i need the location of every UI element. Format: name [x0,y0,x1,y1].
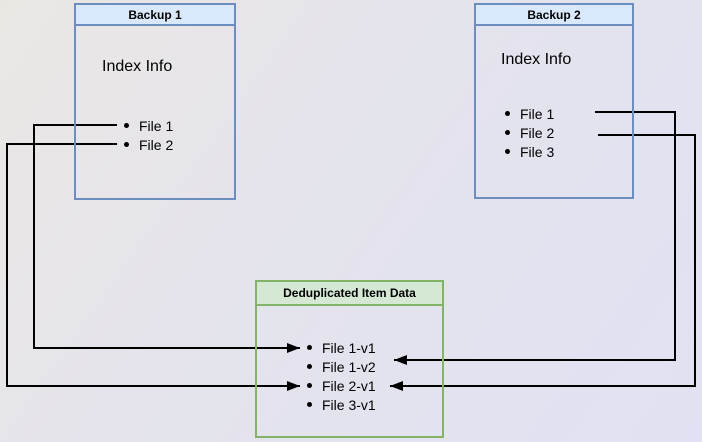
bullet-icon [505,149,510,154]
bullet-icon [505,130,510,135]
bullet-icon [307,402,312,407]
list-item: File 2 [124,135,173,154]
file-label: File 2 [520,124,555,141]
file-label: File 2 [139,136,174,153]
bullet-icon [505,111,510,116]
list-item: File 1-v2 [307,357,376,376]
backup1-box: Backup 1 Index Info File 1 File 2 [74,3,236,200]
arrow-backup1-file2-to-file2-v1 [6,143,300,391]
backup2-box: Backup 2 Index Info File 1 File 2 File 3 [474,3,634,199]
backup2-index-info-label: Index Info [501,51,572,68]
bullet-icon [307,364,312,369]
arrow-backup2-file2-to-file2-v1 [390,134,696,391]
backup1-index-info-label: Index Info [102,58,173,75]
file-label: File 2-v1 [322,377,376,394]
list-item: File 1 [124,116,173,135]
list-item: File 2 [505,123,554,142]
bullet-icon [124,142,129,147]
file-label: File 3-v1 [322,396,376,413]
backup1-file-list: File 1 File 2 [124,116,173,154]
file-label: File 1 [139,117,174,134]
bullet-icon [124,123,129,128]
list-item: File 1 [505,104,554,123]
backup1-title: Backup 1 [128,7,182,22]
bullet-icon [307,383,312,388]
backup2-file-list: File 1 File 2 File 3 [505,104,554,161]
backup1-header: Backup 1 [76,5,234,26]
arrow-backup2-file1-to-file1-v2 [394,111,676,365]
dedup-title: Deduplicated Item Data [283,286,416,300]
dedup-header: Deduplicated Item Data [257,282,442,306]
bullet-icon [307,345,312,350]
list-item: File 3-v1 [307,395,376,414]
backup2-header: Backup 2 [476,5,632,26]
backup2-title: Backup 2 [527,7,581,22]
list-item: File 3 [505,142,554,161]
list-item: File 2-v1 [307,376,376,395]
file-label: File 1-v1 [322,339,376,356]
file-label: File 1 [520,105,555,122]
file-label: File 3 [520,143,555,160]
list-item: File 1-v1 [307,338,376,357]
file-label: File 1-v2 [322,358,376,375]
